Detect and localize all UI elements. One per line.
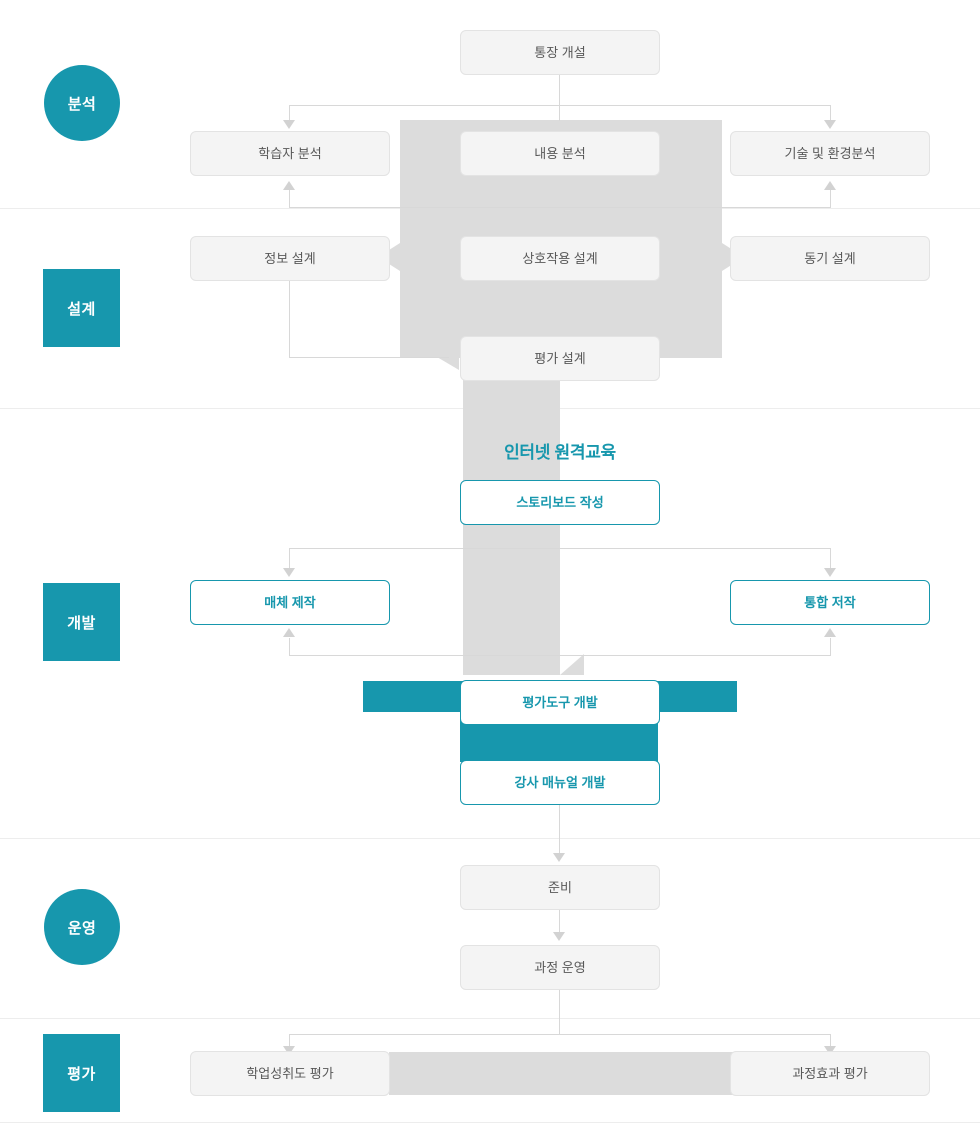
arrow-analysis-left-down [283,120,295,129]
node-achievement-evaluation-label: 학업성취도 평가 [246,1065,334,1081]
connector-development-bus [289,548,831,549]
node-account-opening[interactable]: 통장 개설 [460,30,660,75]
node-evaluation-tool-development[interactable]: 평가도구 개발 [460,680,660,725]
arrow-evaluation-left-down [283,1046,295,1055]
node-technology-environment-analysis-label: 기술 및 환경분석 [784,145,876,161]
node-interaction-design-label: 상호작용 설계 [522,250,598,266]
node-storyboard-label: 스토리보드 작성 [516,494,604,510]
connector-development-right-down [830,548,831,570]
stage-badge-design[interactable]: 설계 [43,269,120,347]
node-learner-analysis[interactable]: 학습자 분석 [190,131,390,176]
highlight-column-arrow-notch [560,654,584,675]
node-evaluation-tool-development-label: 평가도구 개발 [522,694,598,710]
node-account-opening-label: 통장 개설 [534,44,586,60]
connector-development-return-bus [289,655,831,656]
connector-analysis-bus [289,105,831,106]
separator-bottom [0,1122,980,1123]
node-evaluation-design[interactable]: 평가 설계 [460,336,660,381]
separator-operation-evaluation [0,1018,980,1019]
stage-badge-design-label: 설계 [67,300,96,318]
node-information-design[interactable]: 정보 설계 [190,236,390,281]
arrow-development-right-down [824,568,836,577]
node-instructor-manual-development-label: 강사 매뉴얼 개발 [514,774,606,790]
node-preparation-label: 준비 [548,879,572,895]
node-achievement-evaluation[interactable]: 학업성취도 평가 [190,1051,390,1096]
node-course-effect-evaluation[interactable]: 과정효과 평가 [730,1051,930,1096]
connector-development-right-up [830,638,831,656]
node-interaction-design[interactable]: 상호작용 설계 [460,236,660,281]
arrow-manual-to-prepare [553,853,565,862]
node-course-operation[interactable]: 과정 운영 [460,945,660,990]
connector-analysis-right-down [830,105,831,123]
connector-analysis-left-up [289,190,290,208]
connector-top-down [559,75,560,121]
connector-prepare-to-run [559,910,560,935]
node-media-production[interactable]: 매체 제작 [190,580,390,625]
node-instructor-manual-development[interactable]: 강사 매뉴얼 개발 [460,760,660,805]
highlight-band-evaluation [389,1052,736,1095]
node-course-effect-evaluation-label: 과정효과 평가 [792,1065,868,1081]
arrow-development-left-up [283,628,295,637]
connector-analysis-right-up [830,190,831,208]
stage-badge-evaluation[interactable]: 평가 [43,1034,120,1112]
node-motivation-design[interactable]: 동기 설계 [730,236,930,281]
stage-badge-evaluation-label: 평가 [67,1065,96,1083]
arrow-evaluation-right-down [824,1046,836,1055]
connector-evaluation-left-down [289,1034,290,1049]
node-storyboard[interactable]: 스토리보드 작성 [460,480,660,525]
stage-badge-development[interactable]: 개발 [43,583,120,661]
node-information-design-label: 정보 설계 [264,250,316,266]
node-evaluation-design-label: 평가 설계 [534,350,586,366]
node-technology-environment-analysis[interactable]: 기술 및 환경분석 [730,131,930,176]
stage-badge-operation[interactable]: 운영 [44,889,120,965]
arrow-analysis-right-up [824,181,836,190]
stage-badge-operation-label: 운영 [67,919,97,937]
separator-development-operation [0,838,980,839]
node-integrated-authoring[interactable]: 통합 저작 [730,580,930,625]
node-learner-analysis-label: 학습자 분석 [258,145,322,161]
diagram-section-title: 인터넷 원격교육 [504,443,616,462]
connector-development-left-up [289,638,290,656]
arrow-development-left-down [283,568,295,577]
connector-evaluation-bus [289,1034,831,1035]
connector-design-up-bus [289,207,831,208]
arrow-analysis-left-up [283,181,295,190]
node-media-production-label: 매체 제작 [264,594,316,610]
connector-development-left-down [289,548,290,570]
stage-badge-analysis[interactable]: 분석 [44,65,120,141]
node-content-analysis-label: 내용 분석 [534,145,586,161]
connector-info-design-right [289,357,449,358]
arrow-analysis-right-down [824,120,836,129]
stage-badge-development-label: 개발 [67,614,96,632]
node-course-operation-label: 과정 운영 [534,959,586,975]
node-preparation[interactable]: 준비 [460,865,660,910]
node-motivation-design-label: 동기 설계 [804,250,856,266]
connector-info-design-down [289,280,290,357]
arrow-development-right-up [824,628,836,637]
node-content-analysis[interactable]: 내용 분석 [460,131,660,176]
connector-run-down [559,990,560,1035]
connector-evaluation-right-down [830,1034,831,1049]
stage-badge-analysis-label: 분석 [67,95,97,113]
connector-analysis-left-down [289,105,290,123]
node-integrated-authoring-label: 통합 저작 [804,594,856,610]
arrow-prepare-to-run [553,932,565,941]
connector-manual-to-prepare [559,805,560,855]
